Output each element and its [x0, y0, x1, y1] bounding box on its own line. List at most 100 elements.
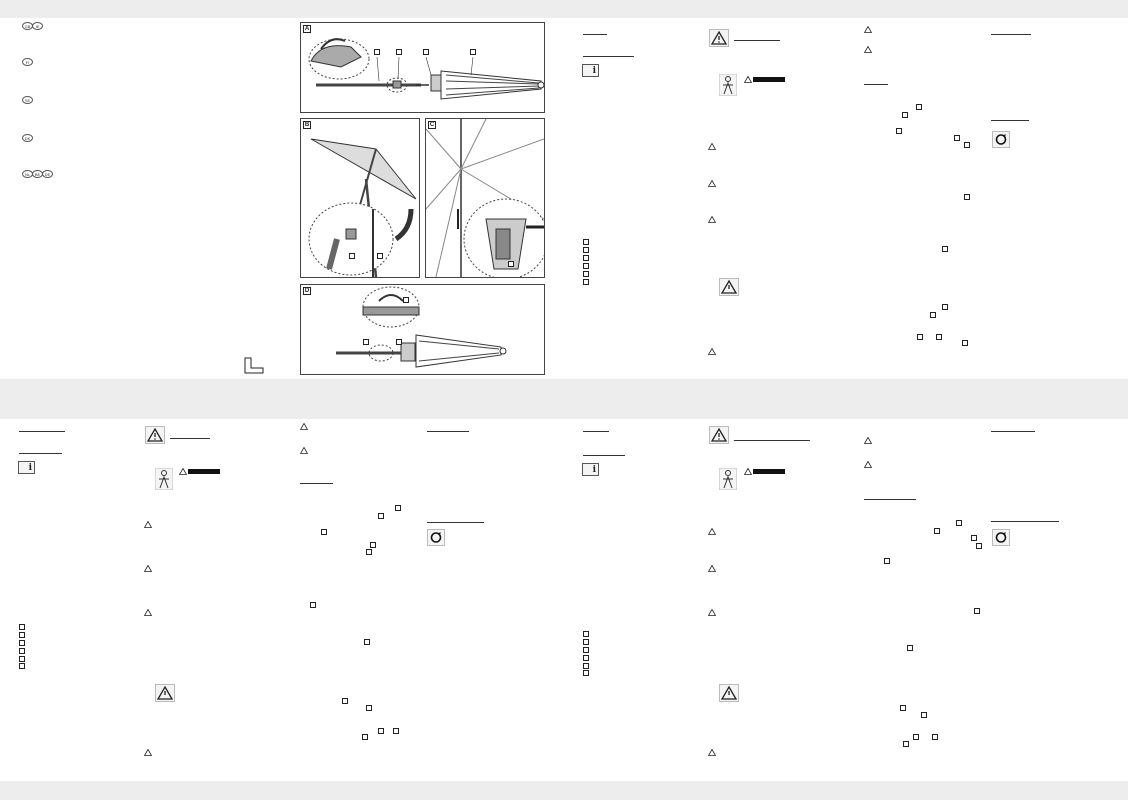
warning-triangle-icon: [864, 26, 872, 33]
part-number-box: [393, 728, 399, 734]
part-number-box: [583, 663, 589, 669]
section-heading-rule: [583, 431, 609, 432]
language-badge: IE: [32, 22, 43, 30]
warning-triangle-icon: [155, 684, 175, 702]
warning-label-bar: [753, 77, 785, 82]
part-number-box: [976, 543, 982, 549]
part-number-box: [964, 142, 970, 148]
language-badge: DK: [22, 134, 33, 142]
part-number-box: [900, 705, 906, 711]
warning-triangle-icon: [145, 426, 165, 444]
part-number-box: [342, 698, 348, 704]
part-number-box: [932, 734, 938, 740]
warning-label-bar: [753, 469, 785, 474]
book-icon: i: [582, 463, 599, 476]
warning-triangle-icon: [708, 565, 716, 572]
part-number-box: [583, 247, 589, 253]
part-number-box: [934, 528, 940, 534]
part-number-box: [907, 645, 913, 651]
part-number-box: [930, 312, 936, 318]
figure-label: B: [303, 121, 311, 129]
part-number-box: [942, 304, 948, 310]
warning-triangle-icon: [179, 468, 187, 475]
part-number-box: [971, 535, 977, 541]
section-heading-rule: [864, 84, 888, 85]
warning-triangle-icon: [719, 684, 739, 702]
part-number-box: [583, 239, 589, 245]
section-heading-rule: [991, 34, 1031, 35]
part-number-box: [366, 549, 372, 555]
recycle-icon: [992, 131, 1010, 148]
section-heading-rule: [427, 522, 484, 523]
figure-label: D: [303, 287, 311, 295]
umbrella-underside-illustration: [426, 119, 544, 277]
warning-triangle-icon: [708, 180, 716, 187]
part-number-box: [964, 194, 970, 200]
warning-triangle-icon: [744, 76, 752, 83]
section-heading-rule: [19, 431, 65, 432]
section-heading-rule: [864, 499, 916, 500]
cover-page: GB IE FI SE DK NL BE DE A: [0, 18, 564, 379]
section-heading-rule: [734, 40, 780, 41]
part-number-box: [942, 246, 948, 252]
section-heading-rule: [170, 438, 210, 439]
warning-triangle-icon: [708, 609, 716, 616]
part-number-box: [884, 558, 890, 564]
part-number-box: [366, 705, 372, 711]
warning-triangle-icon: [300, 447, 308, 454]
section-heading-rule: [19, 453, 62, 454]
section-heading-rule: [734, 440, 810, 441]
part-number-box: [583, 271, 589, 277]
warning-triangle-icon: [709, 426, 729, 444]
instruction-page-bottom-left: i: [0, 419, 564, 781]
section-heading-rule: [300, 483, 333, 484]
warning-triangle-icon: [864, 46, 872, 53]
part-number-box: [377, 253, 383, 259]
warning-triangle-icon: [144, 565, 152, 572]
part-number-box: [378, 728, 384, 734]
part-number-box: [583, 670, 589, 676]
figure-a: A: [300, 22, 545, 113]
part-number-box: [19, 640, 25, 646]
warning-triangle-icon: [708, 749, 716, 756]
warning-triangle-icon: [744, 468, 752, 475]
part-number-box: [19, 624, 25, 630]
person-warning-icon: [719, 468, 737, 490]
part-number-box: [378, 513, 384, 519]
part-number-box: [896, 128, 902, 134]
section-heading-rule: [583, 455, 625, 456]
part-number-box: [902, 112, 908, 118]
warning-triangle-icon: [144, 749, 152, 756]
warning-triangle-icon: [144, 521, 152, 528]
part-number-box: [19, 663, 25, 669]
book-icon: i: [18, 461, 35, 474]
instruction-page-bottom-right: i: [564, 419, 1128, 781]
part-number-box: [583, 279, 589, 285]
part-number-box: [370, 542, 376, 548]
part-number-box: [321, 529, 327, 535]
part-number-box: [936, 334, 942, 340]
section-heading-rule: [583, 56, 634, 57]
figure-d: D: [300, 284, 545, 375]
warning-triangle-icon: [708, 216, 716, 223]
part-number-box: [470, 49, 476, 55]
language-badge: FI: [22, 58, 33, 66]
recycle-icon: [427, 529, 445, 546]
warning-triangle-icon: [864, 437, 872, 444]
part-number-box: [395, 505, 401, 511]
part-number-box: [954, 135, 960, 141]
instruction-page-top: i: [564, 18, 1128, 379]
part-number-box: [917, 334, 923, 340]
part-number-box: [423, 49, 429, 55]
part-number-box: [974, 608, 980, 614]
part-number-box: [396, 339, 402, 345]
part-number-box: [962, 340, 968, 346]
part-number-box: [913, 734, 919, 740]
part-number-box: [916, 104, 922, 110]
warning-triangle-icon: [708, 528, 716, 535]
part-number-box: [583, 639, 589, 645]
part-number-box: [956, 520, 962, 526]
part-number-box: [396, 49, 402, 55]
part-number-box: [19, 632, 25, 638]
person-warning-icon: [155, 468, 173, 490]
